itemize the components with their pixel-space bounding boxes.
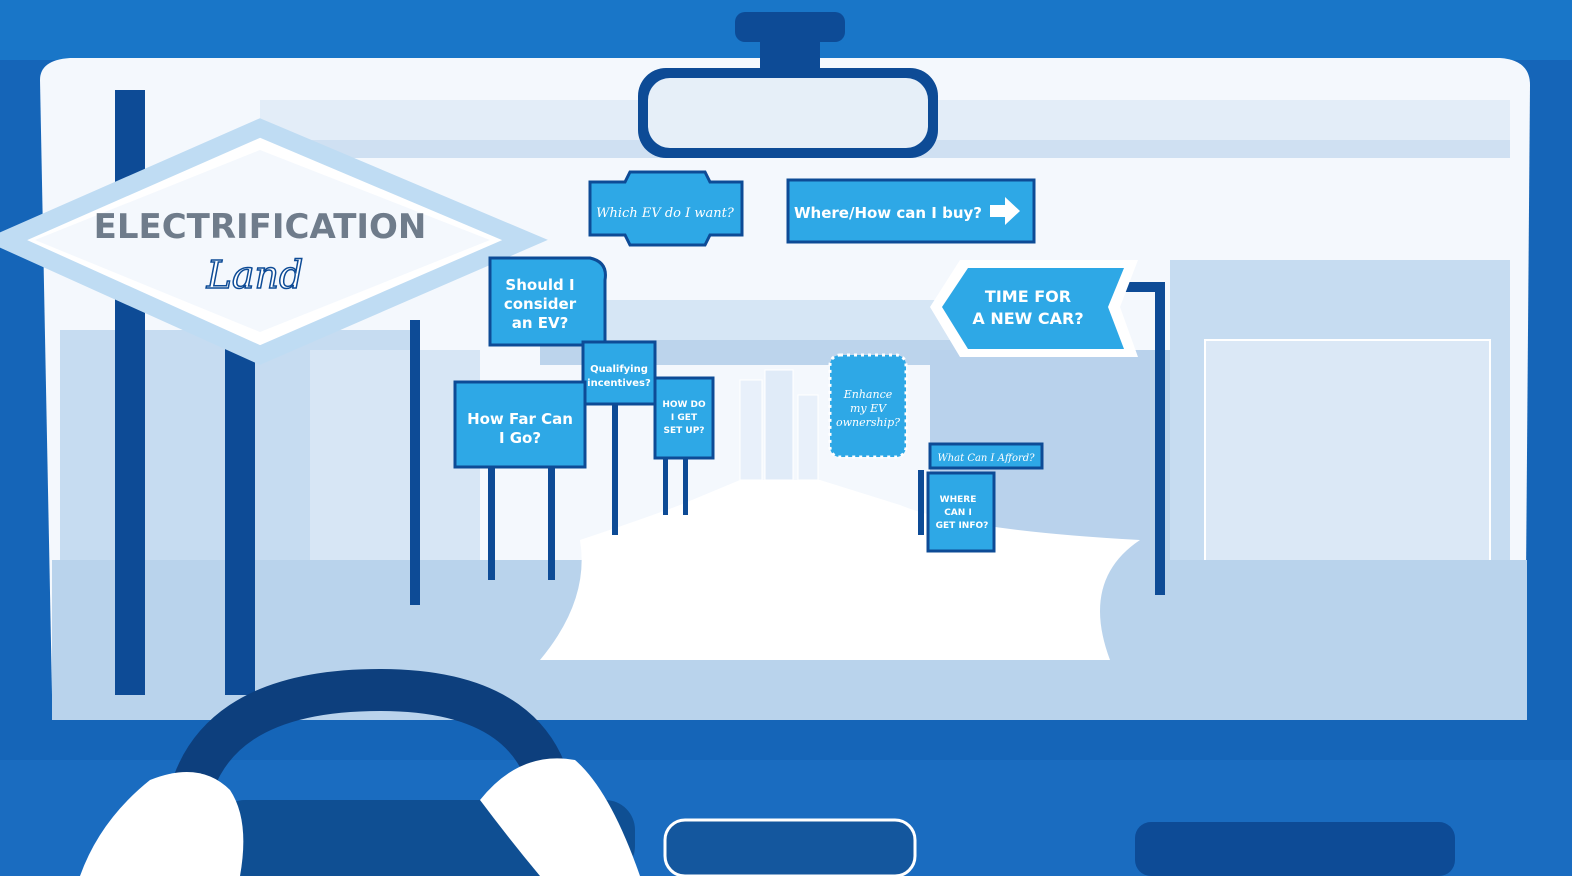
should-consider-sign: Should I consider an EV? bbox=[488, 256, 607, 347]
afford-text: What Can I Afford? bbox=[937, 453, 1035, 464]
where-buy-sign: Where/How can I buy? bbox=[786, 178, 1036, 244]
how-setup-text-3: SET UP? bbox=[663, 426, 704, 436]
info-text-3: GET INFO? bbox=[936, 521, 989, 531]
enhance-text-3: ownership? bbox=[836, 416, 900, 429]
how-far-text-1: How Far Can bbox=[467, 410, 573, 428]
how-far-sign: How Far Can I Go? bbox=[453, 380, 587, 469]
building-right-2 bbox=[1204, 339, 1491, 601]
city-tower-2 bbox=[764, 369, 794, 481]
right-arrow-icon bbox=[990, 197, 1020, 225]
city-tower-1 bbox=[739, 379, 763, 481]
post-2 bbox=[488, 465, 495, 580]
enhance-text-2: my EV bbox=[850, 402, 887, 415]
dash-center bbox=[663, 818, 917, 876]
electrification-land-sign: ELECTRIFICATION Land bbox=[0, 118, 548, 365]
dash-vent bbox=[1135, 822, 1455, 876]
left-hand bbox=[80, 772, 244, 876]
main-sign-script: Land bbox=[206, 253, 304, 297]
info-text-1: WHERE bbox=[940, 495, 977, 505]
right-hand bbox=[480, 758, 640, 876]
time-new-car-text-2: A NEW CAR? bbox=[972, 309, 1083, 328]
building-left-2 bbox=[310, 350, 480, 560]
which-ev-text: Which EV do I want? bbox=[596, 206, 735, 221]
how-setup-text-2: I GET bbox=[671, 413, 698, 423]
how-setup-sign: HOW DO I GET SET UP? bbox=[653, 376, 715, 460]
overpass-far bbox=[540, 300, 960, 340]
qualifying-text-2: incentives? bbox=[587, 378, 651, 389]
qualifying-incentives-sign: Qualifying incentives? bbox=[581, 340, 657, 406]
enhance-ownership-sign: Enhance my EV ownership? bbox=[828, 353, 908, 459]
should-consider-text-3: an EV? bbox=[512, 314, 569, 332]
main-sign-pole-2 bbox=[225, 340, 255, 695]
rearview-mirror bbox=[638, 12, 938, 158]
how-far-text-2: I Go? bbox=[499, 429, 541, 447]
where-buy-text: Where/How can I buy? bbox=[794, 204, 982, 222]
time-new-car-sign: TIME FOR A NEW CAR? bbox=[930, 260, 1138, 357]
post-1 bbox=[410, 320, 420, 605]
should-consider-text-2: consider bbox=[504, 295, 577, 313]
post-4 bbox=[612, 400, 618, 535]
post-7-arm bbox=[1120, 282, 1165, 292]
info-sign: WHERE CAN I GET INFO? bbox=[926, 471, 996, 553]
post-6 bbox=[683, 455, 688, 515]
steering-wheel-icon bbox=[164, 668, 576, 824]
should-consider-text-1: Should I bbox=[505, 276, 574, 294]
time-new-car-text-1: TIME FOR bbox=[985, 287, 1071, 306]
city-tower-3 bbox=[797, 394, 819, 481]
how-setup-text-1: HOW DO bbox=[662, 400, 706, 410]
afford-sign: What Can I Afford? bbox=[928, 442, 1044, 470]
info-text-2: CAN I bbox=[944, 508, 972, 518]
post-8 bbox=[918, 470, 924, 535]
enhance-text-1: Enhance bbox=[843, 388, 893, 401]
post-5 bbox=[663, 455, 668, 515]
post-3 bbox=[548, 465, 555, 580]
qualifying-text-1: Qualifying bbox=[590, 364, 648, 375]
main-sign-title: ELECTRIFICATION bbox=[94, 207, 427, 247]
post-7 bbox=[1155, 285, 1165, 595]
which-ev-sign: Which EV do I want? bbox=[588, 170, 744, 247]
road bbox=[540, 480, 1140, 660]
